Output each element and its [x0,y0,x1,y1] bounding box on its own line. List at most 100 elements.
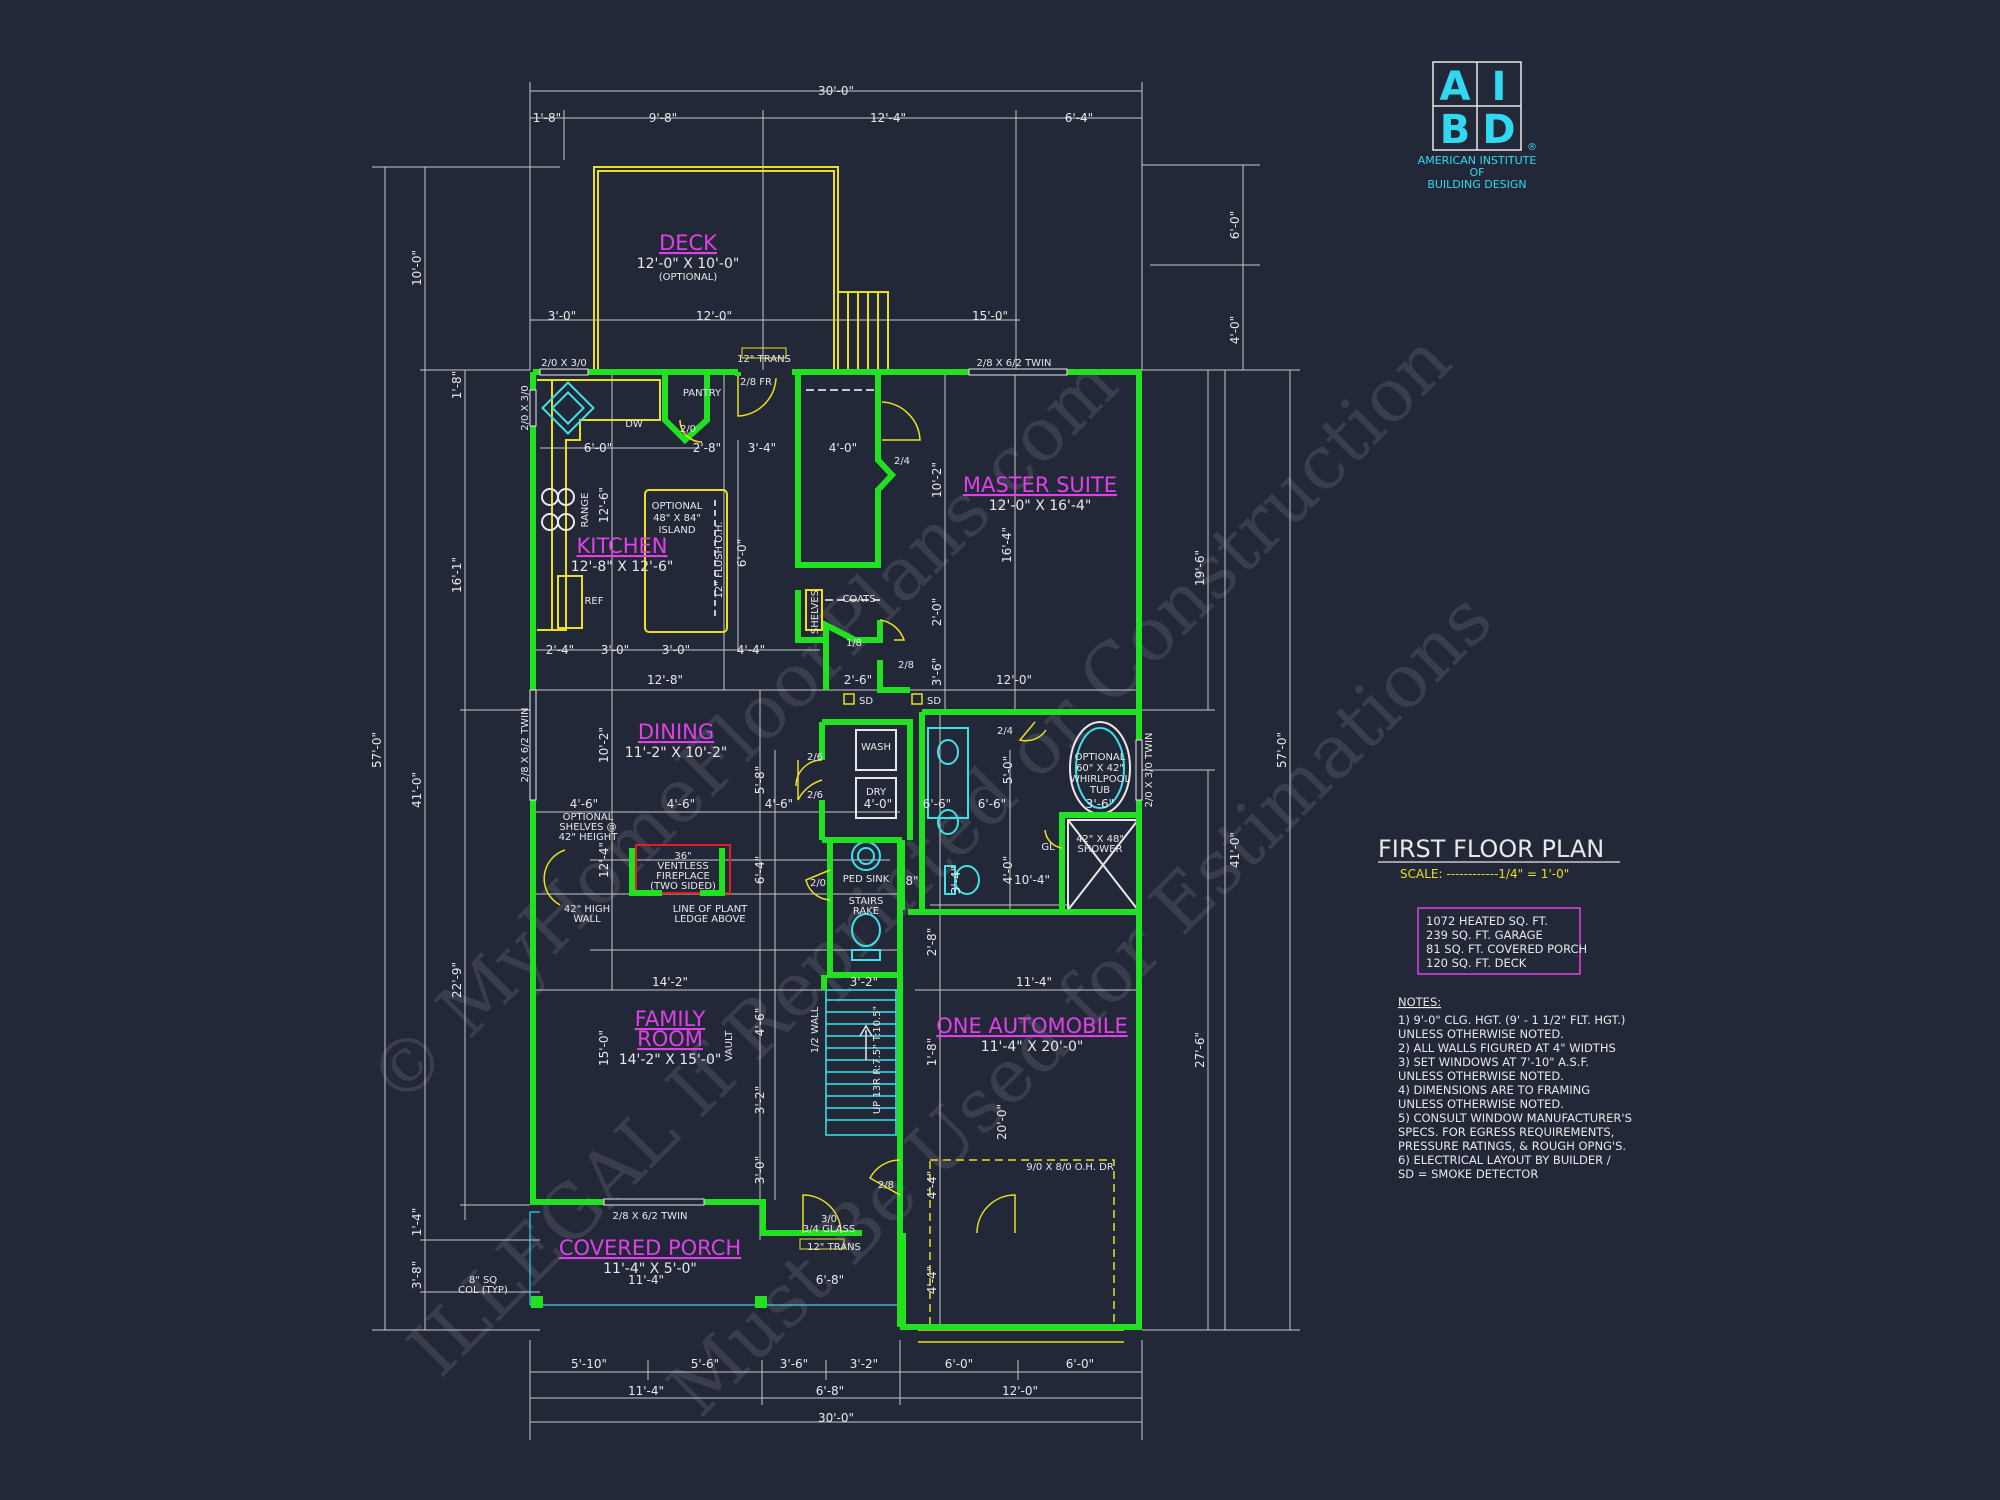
room-name-deck: DECK [659,231,718,255]
dim-d2: 4'-6" [570,797,598,811]
dim-left-a: 1'-8" [450,371,464,399]
dim-bottom-c: 3'-6" [780,1357,808,1371]
dim-d4: 5'-8" [753,766,767,794]
fireplace-label-3: FIREPLACE [656,871,710,882]
dim-b6: 10'-4" [1014,873,1050,887]
door-label-24b: 2/4 [997,726,1013,737]
shower-label-1: 42" X 48" [1076,834,1124,845]
window-kitchen-side: 2/0 X 3/0 [520,385,531,430]
tub-label-2: 60" X 42" [1076,763,1124,774]
stairs [825,989,897,1136]
dim-m6: 2'-6" [844,673,872,687]
dim-right-c: 19'-6" [1193,550,1207,586]
garage-door-label: 9/0 X 8/0 O.H. DR [1026,1162,1114,1173]
dim-m5: 12'-0" [996,673,1032,687]
dim-g3: 1'-8" [925,1038,939,1066]
dim-top-overall: 30'-0" [818,84,854,98]
area-line-4: 120 SQ. FT. DECK [1426,956,1527,970]
dim-bottom-a: 5'-10" [571,1357,607,1371]
door-label-28b: 2/8 [878,1180,894,1191]
door-swings [543,376,1063,1234]
dim-deck-c: 15'-0" [972,309,1008,323]
title-block: FIRST FLOOR PLAN SCALE: ------------1/4"… [1378,835,1632,1181]
dim-l1: 4'-0" [864,797,892,811]
door-label-20b: 2/0 [810,878,826,889]
dim-bottom-e: 6'-0" [945,1357,973,1371]
dim-f2: 15'-0" [597,1030,611,1066]
logo-letter-a: A [1440,64,1471,110]
room-name-kitchen: KITCHEN [577,534,668,558]
stair-note-label: UP 13R R:7.5" T:10.5" [872,1006,883,1114]
dim-top-4: 6'-4" [1065,111,1093,125]
notes-heading: NOTES: [1398,995,1441,1009]
note-line: SPECS. FOR EGRESS REQUIREMENTS, [1398,1125,1614,1139]
dim-left-overall: 57'-0" [370,732,384,768]
dim-d3: 4'-6" [667,797,695,811]
porch [529,1211,900,1306]
dim-m3: 2'-0" [930,598,944,626]
shelves-label: SHELVES [810,590,821,634]
pantry-label: PANTRY [683,388,722,399]
tub-label-3: WHIRLPOOL [1070,774,1131,785]
dim-m2: 16'-4" [1000,527,1014,563]
area-line-3: 81 SQ. FT. COVERED PORCH [1426,942,1587,956]
washer-label: WASH [861,742,891,753]
dimensions-exterior: 30'-0" 1'-8" 9'-8" 12'-4" 6'-4" 3'-0" 12… [370,84,1289,1425]
plant-ledge-label-1: LINE OF PLANT [673,904,748,915]
dim-left-c: 41'-0" [410,772,424,808]
optional-shelves-label-1: OPTIONAL [563,812,614,823]
room-size-deck: 12'-0" X 10'-0" [637,256,740,272]
tub-label-1: OPTIONAL [1075,752,1126,763]
optional-shelves-label-2: SHELVES @ [559,822,616,833]
window-top-right: 2/8 X 6/2 TWIN [977,358,1052,369]
windows [529,347,1143,1250]
note-line: UNLESS OTHERWISE NOTED. [1398,1069,1564,1083]
room-labels: DECK 12'-0" X 10'-0" (OPTIONAL) KITCHEN … [559,231,1128,1277]
dim-m4: 3'-6" [930,658,944,686]
dryer-label: DRY [866,787,887,798]
dim-k5: 6'-0" [735,539,749,567]
fireplace-label-1: 36" [674,851,691,862]
area-line-2: 239 SQ. FT. GARAGE [1426,928,1543,942]
dim-b3: 5'-0" [1001,756,1015,784]
dim-left-b: 16'-1" [450,557,464,593]
note-line: 3) SET WINDOWS AT 7'-10" A.S.F. [1398,1055,1589,1069]
stairs-rake-label-2: RAKE [853,906,879,917]
door-label-26a: 2/6 [807,752,823,763]
note-line: 4) DIMENSIONS ARE TO FRAMING [1398,1083,1590,1097]
stairs-rake-label-1: STAIRS [849,896,884,907]
dim-k10: 12'-8" [647,673,683,687]
logo-org-line-2: OF [1470,166,1485,179]
ref-label: REF [584,596,603,607]
shower-label-2: SHOWER [1078,844,1123,855]
deck [593,166,889,372]
room-size-dining: 11'-2" X 10'-2" [625,745,728,761]
dim-g2: 11'-4" [1016,975,1052,989]
dim-g5: 4'-4" [925,1171,939,1199]
half-wall-label: 1/2 WALL [810,1006,821,1053]
dim-right-a: 6'-0" [1228,211,1242,239]
dim-g4: 20'-0" [995,1104,1009,1140]
dim-b1: 6'-6" [923,797,951,811]
logo: A I B D ® AMERICAN INSTITUTE OF BUILDING… [1418,61,1537,191]
dim-top-3: 12'-4" [870,111,906,125]
dim-bottom-h: 6'-8" [816,1384,844,1398]
dim-k2: 2'-8" [693,441,721,455]
dim-f1: 14'-2" [652,975,688,989]
dim-deck-b: 12'-0" [696,309,732,323]
dim-f4: 3'-2" [753,1086,767,1114]
dim-bottom-i: 12'-0" [1002,1384,1038,1398]
dim-bottom-b: 5'-6" [691,1357,719,1371]
room-size-porch: 11'-4" X 5'-0" [603,1261,697,1277]
optional-shelves-label-3: 42" HEIGHT [559,832,619,843]
room-name-dining: DINING [638,720,714,744]
sd-label-2: SD [927,696,941,707]
area-line-1: 1072 HEATED SQ. FT. [1426,914,1548,928]
column-label-2: COL (TYP) [458,1285,508,1296]
logo-letter-i: I [1492,64,1507,110]
extension-lines [372,82,1300,1440]
range-label: RANGE [580,493,591,528]
door-label-24a: 2/4 [894,456,910,467]
door-glass-label-2: 3/4 GLASS [803,1224,855,1235]
